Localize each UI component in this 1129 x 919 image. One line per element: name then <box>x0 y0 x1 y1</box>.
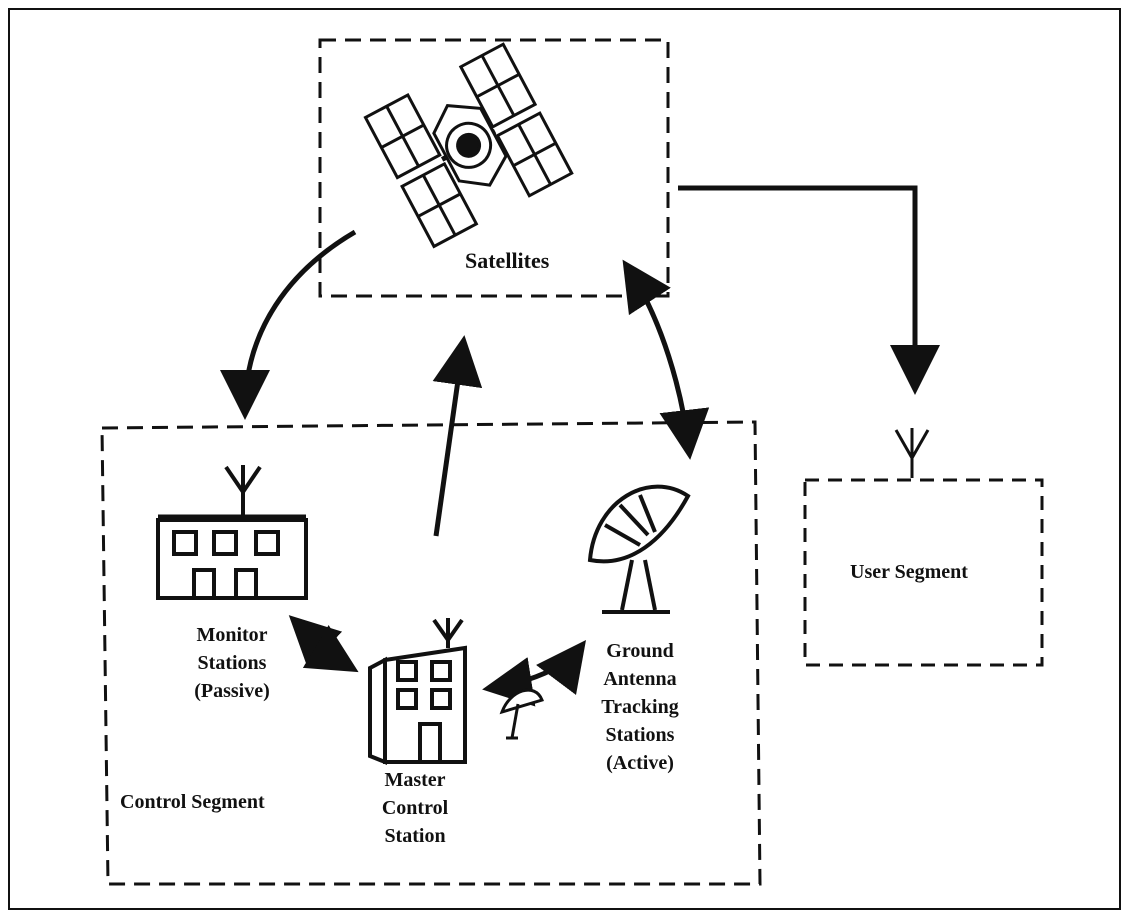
user-segment-box <box>803 478 1044 667</box>
ground-antenna-line-5: (Active) <box>606 752 674 774</box>
monitor-stations-line-2: Stations <box>198 652 267 674</box>
small-dish-icon <box>499 688 544 740</box>
master-control-building-icon <box>368 618 467 765</box>
ground-antenna-line-1: Ground <box>606 640 673 662</box>
monitor-stations-line-1: Monitor <box>196 624 267 646</box>
ground-antenna-line-3: Tracking <box>601 696 678 718</box>
user-antenna-icon <box>894 428 930 478</box>
ground-antenna-line-2: Antenna <box>603 668 676 690</box>
ground-antenna-line-4: Stations <box>606 724 675 746</box>
arrow-monitor-master <box>288 615 359 673</box>
arrow-satellites-to-user <box>678 185 940 395</box>
monitor-stations-line-3: (Passive) <box>194 680 270 702</box>
arrow-master-ground-antenna <box>482 640 587 707</box>
satellites-label: Satellites <box>465 248 550 273</box>
ground-antenna-dish-icon <box>587 484 691 614</box>
control-segment-box <box>100 420 762 886</box>
arrow-master-to-satellites <box>432 335 483 537</box>
arrow-satellites-to-monitor <box>220 229 357 420</box>
user-segment-label: User Segment <box>850 561 968 583</box>
figure-frame <box>8 8 1121 910</box>
monitor-station-building-icon <box>156 465 308 600</box>
master-control-line-3: Station <box>384 825 445 847</box>
control-segment-label: Control Segment <box>120 791 265 813</box>
satellite-icon <box>363 42 574 249</box>
arrow-satellites-ground-antenna <box>622 259 710 460</box>
master-control-line-1: Master <box>384 769 445 791</box>
satellites-segment-box <box>318 38 670 298</box>
master-control-line-2: Control <box>382 797 449 819</box>
